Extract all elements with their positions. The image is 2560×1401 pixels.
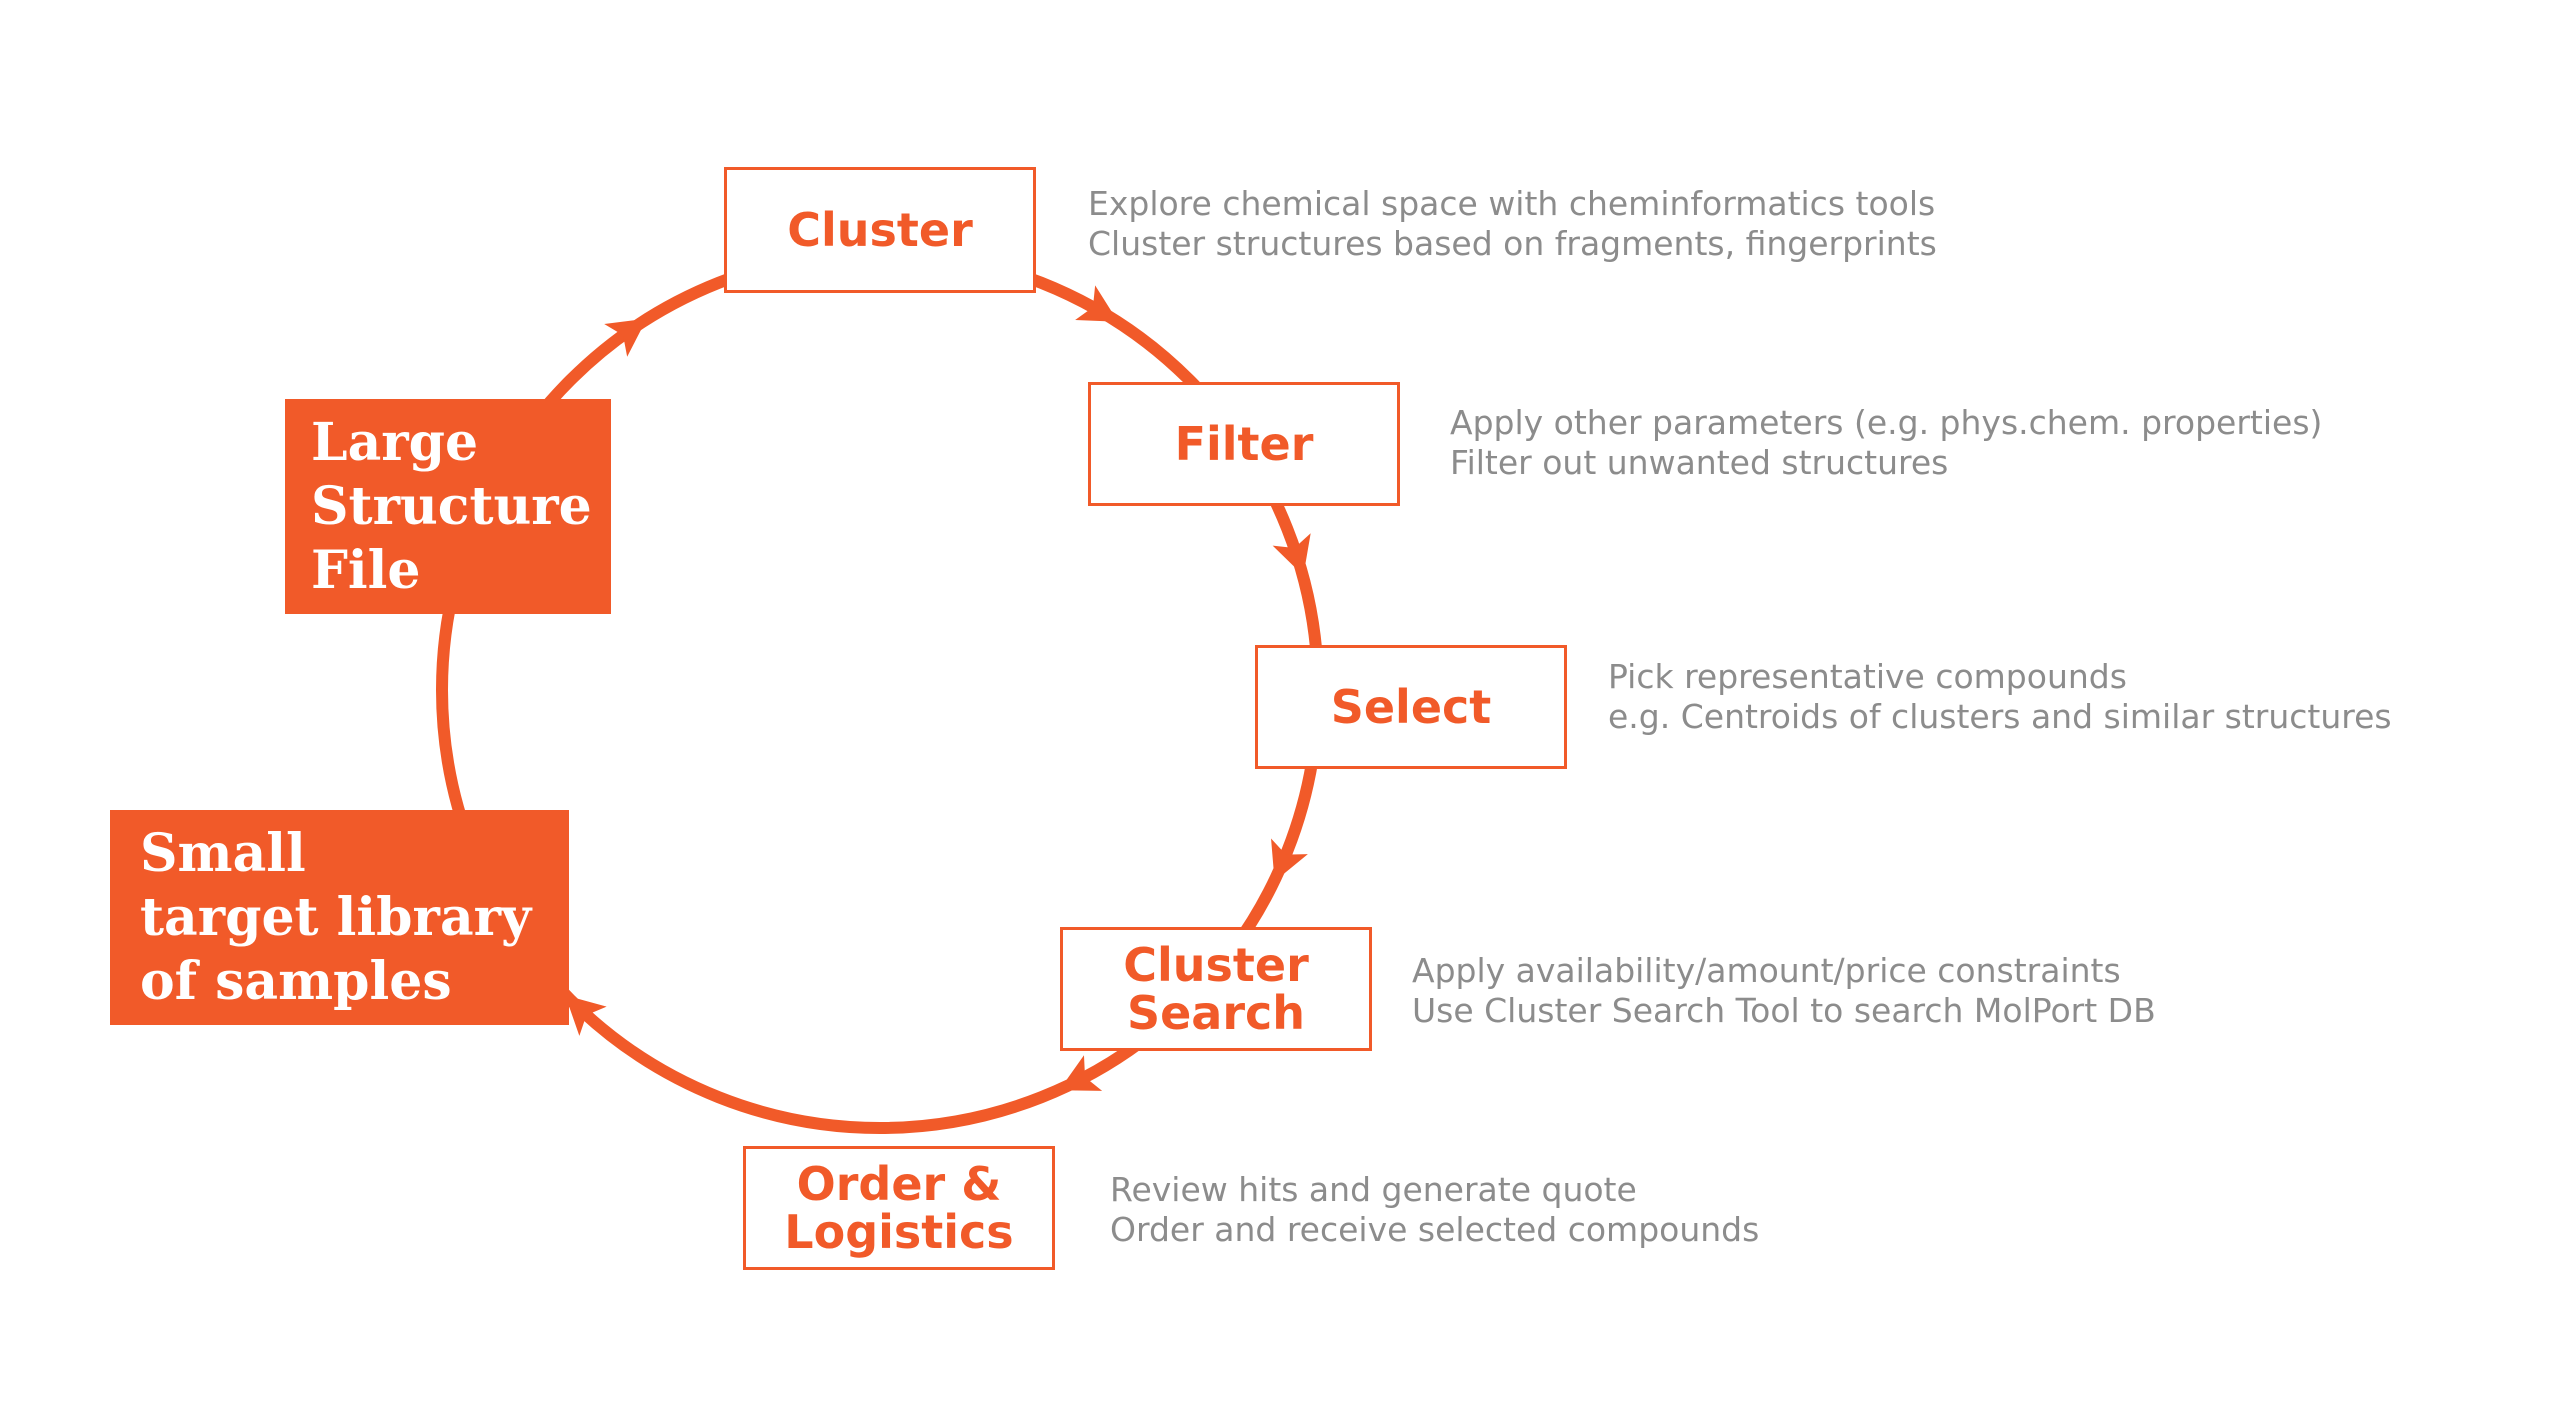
flow-arrow-icon xyxy=(1272,533,1311,576)
description-line: Explore chemical space with cheminformat… xyxy=(1088,184,1936,223)
step-label-order-logistics: Order & Logistics xyxy=(784,1157,1014,1259)
description-line: Pick representative compounds xyxy=(1608,657,2127,696)
description-line: e.g. Centroids of clusters and similar s… xyxy=(1608,697,2392,736)
output-box-small-target-library: Small target library of samples xyxy=(110,810,569,1025)
output-label: Small target library of samples xyxy=(140,822,532,1012)
step-label-cluster-search: Cluster Search xyxy=(1123,938,1309,1040)
description-line: Order and receive selected compounds xyxy=(1110,1210,1760,1249)
step-description-cluster: Explore chemical space with cheminformat… xyxy=(1088,184,1937,264)
step-box-order-logistics: Order & Logistics xyxy=(743,1146,1055,1270)
step-label-select: Select xyxy=(1330,680,1492,734)
flow-arrow-icon xyxy=(1059,1055,1103,1091)
description-line: Apply availability/amount/price constrai… xyxy=(1412,951,2121,990)
step-box-select: Select xyxy=(1255,645,1567,769)
input-label: Large Structure File xyxy=(311,411,592,601)
step-box-cluster-search: Cluster Search xyxy=(1060,927,1372,1051)
step-description-select: Pick representative compounds e.g. Centr… xyxy=(1608,657,2392,737)
description-line: Use Cluster Search Tool to search MolPor… xyxy=(1412,991,2156,1030)
step-description-cluster-search: Apply availability/amount/price constrai… xyxy=(1412,951,2156,1031)
flow-arrow-icon xyxy=(604,318,647,357)
description-line: Filter out unwanted structures xyxy=(1450,443,1949,482)
step-box-cluster: Cluster xyxy=(724,167,1036,293)
input-box-large-structure-file: Large Structure File xyxy=(285,399,611,614)
step-label-cluster: Cluster xyxy=(787,203,973,257)
description-line: Cluster structures based on fragments, f… xyxy=(1088,224,1937,263)
description-line: Apply other parameters (e.g. phys.chem. … xyxy=(1450,403,2323,442)
step-box-filter: Filter xyxy=(1088,382,1400,506)
step-label-filter: Filter xyxy=(1174,417,1314,471)
step-description-filter: Apply other parameters (e.g. phys.chem. … xyxy=(1450,403,2322,483)
description-line: Review hits and generate quote xyxy=(1110,1170,1637,1209)
step-description-order-logistics: Review hits and generate quote Order and… xyxy=(1110,1170,1759,1250)
flow-arrow-icon xyxy=(1075,285,1119,322)
flow-arrow-icon xyxy=(1271,838,1308,882)
flow-arrow-icon xyxy=(565,995,607,1036)
